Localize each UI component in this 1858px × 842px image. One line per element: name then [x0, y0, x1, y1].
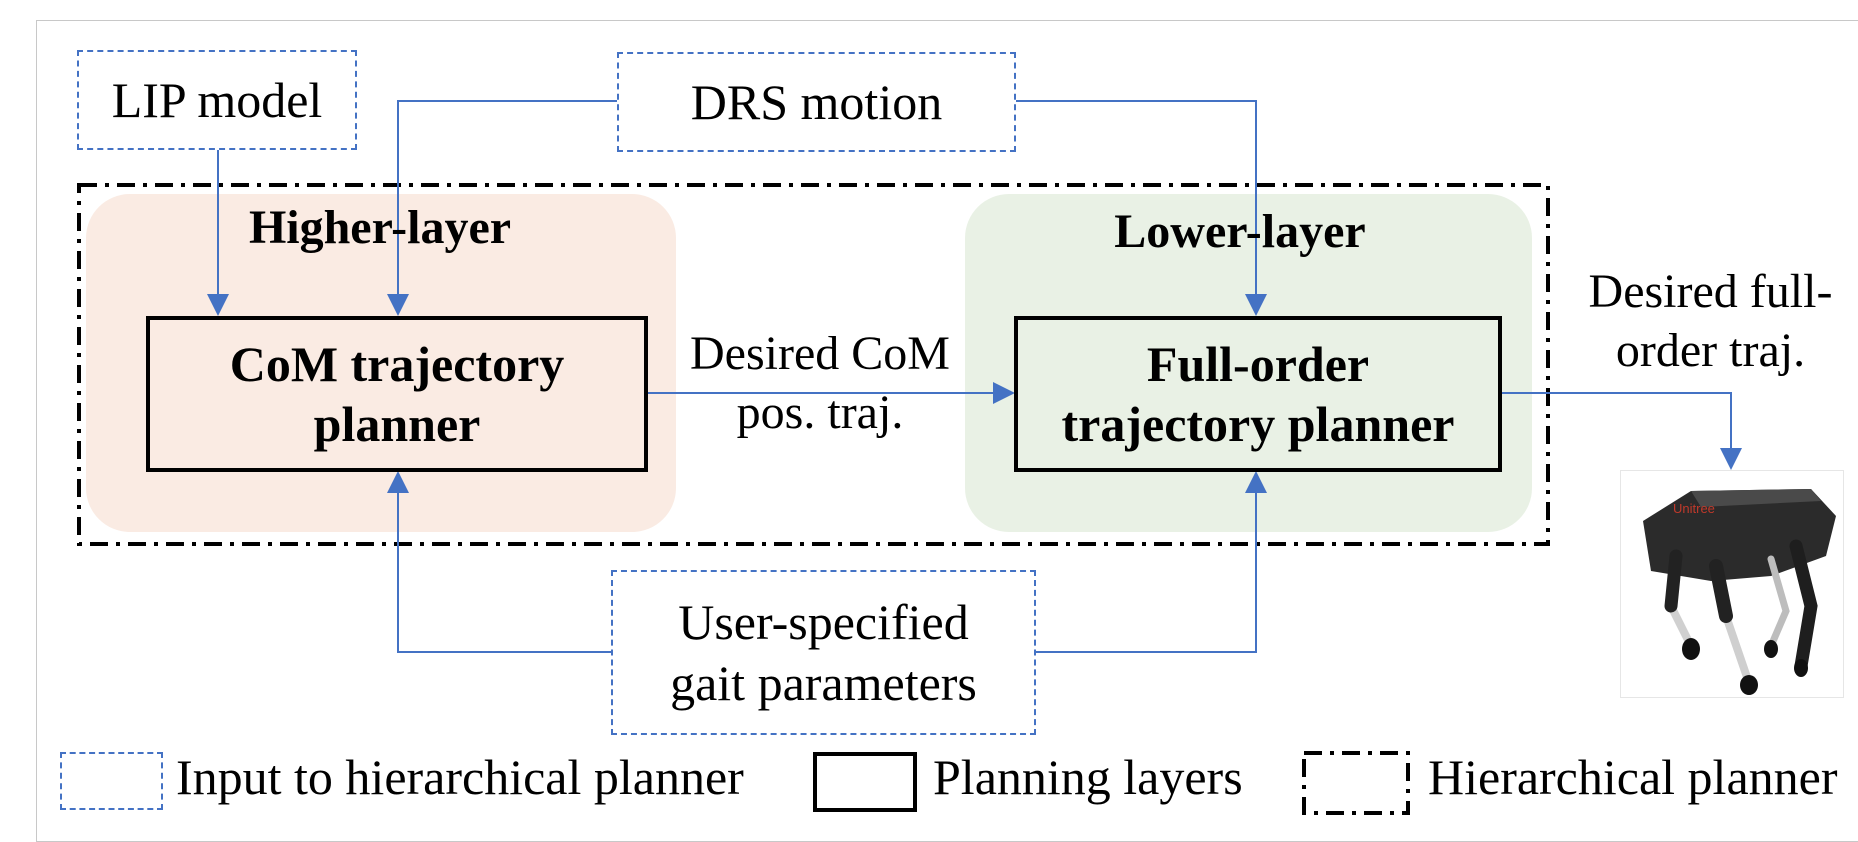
legend-input-label: Input to hierarchical planner: [176, 749, 744, 805]
lower-layer-title: Lower-layer: [1114, 205, 1366, 258]
legend-hierarchical-swatch: [1302, 751, 1410, 815]
legend-hierarchical-label: Hierarchical planner: [1428, 749, 1838, 805]
lip-model-box: LIP model: [77, 50, 357, 150]
arrow-drs-to-com: [387, 100, 617, 316]
com-trajectory-planner-box: CoM trajectory planner: [146, 316, 648, 472]
connector-arrows: [207, 100, 1742, 653]
hierarchical-planner-boundary: [77, 183, 1550, 546]
desired-com-traj-label: Desired CoM pos. traj.: [690, 327, 950, 439]
arrow-gait-to-com: [387, 471, 611, 653]
drs-motion-box: DRS motion: [617, 52, 1016, 152]
legend-input-swatch: [60, 752, 163, 810]
arrow-drs-to-full: [1016, 100, 1267, 316]
full-order-planner-label: Full-order trajectory planner: [1061, 336, 1455, 452]
gait-parameters-box: User-specified gait parameters: [611, 570, 1036, 735]
desired-full-order-traj-label: Desired full- order traj.: [1588, 265, 1833, 377]
com-trajectory-planner-label: CoM trajectory planner: [229, 336, 565, 452]
arrow-gait-to-full: [1036, 471, 1267, 653]
higher-layer-title: Higher-layer: [248, 201, 512, 254]
legend-planning-label: Planning layers: [933, 749, 1243, 805]
drs-motion-label: DRS motion: [690, 73, 943, 130]
lip-model-label: LIP model: [111, 71, 323, 128]
full-order-planner-box: Full-order trajectory planner: [1014, 316, 1502, 472]
arrow-full-to-robot: [1501, 392, 1742, 470]
gait-parameters-label: User-specified gait parameters: [670, 593, 977, 711]
quadruped-robot-icon: Unitree: [1643, 489, 1836, 695]
robot-brand-text: Unitree: [1673, 501, 1715, 516]
quadruped-robot-image: Unitree: [1620, 470, 1844, 698]
legend-planning-swatch: [813, 752, 917, 812]
